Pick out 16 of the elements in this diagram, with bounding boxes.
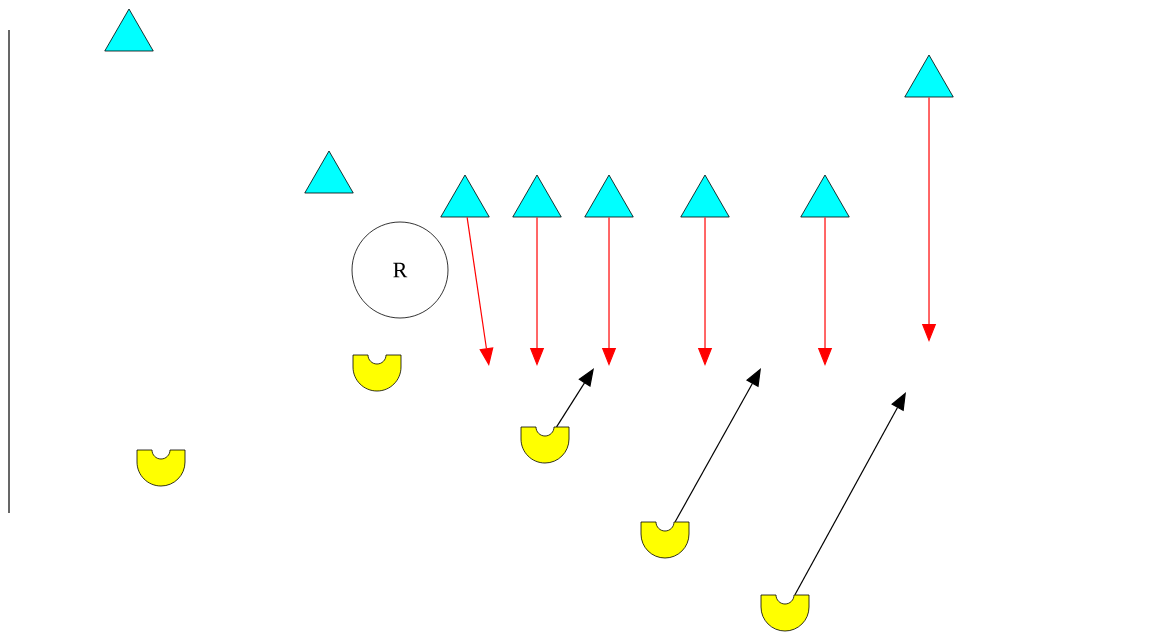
route-arrow [556, 368, 594, 428]
cup-marker [136, 449, 186, 487]
cup-marker [760, 594, 810, 632]
cup-marker [640, 521, 690, 559]
triangle-marker [800, 174, 850, 218]
cup-marker [520, 426, 570, 464]
triangle-marker [440, 174, 490, 218]
cup-marker [352, 354, 402, 392]
triangle-marker [512, 174, 562, 218]
triangle-marker [304, 150, 354, 194]
triangle-marker [904, 54, 954, 98]
route-arrow [674, 368, 761, 523]
route-arrow [794, 392, 906, 596]
triangle-marker [584, 174, 634, 218]
triangle-marker [680, 174, 730, 218]
triangle-marker [104, 8, 154, 52]
